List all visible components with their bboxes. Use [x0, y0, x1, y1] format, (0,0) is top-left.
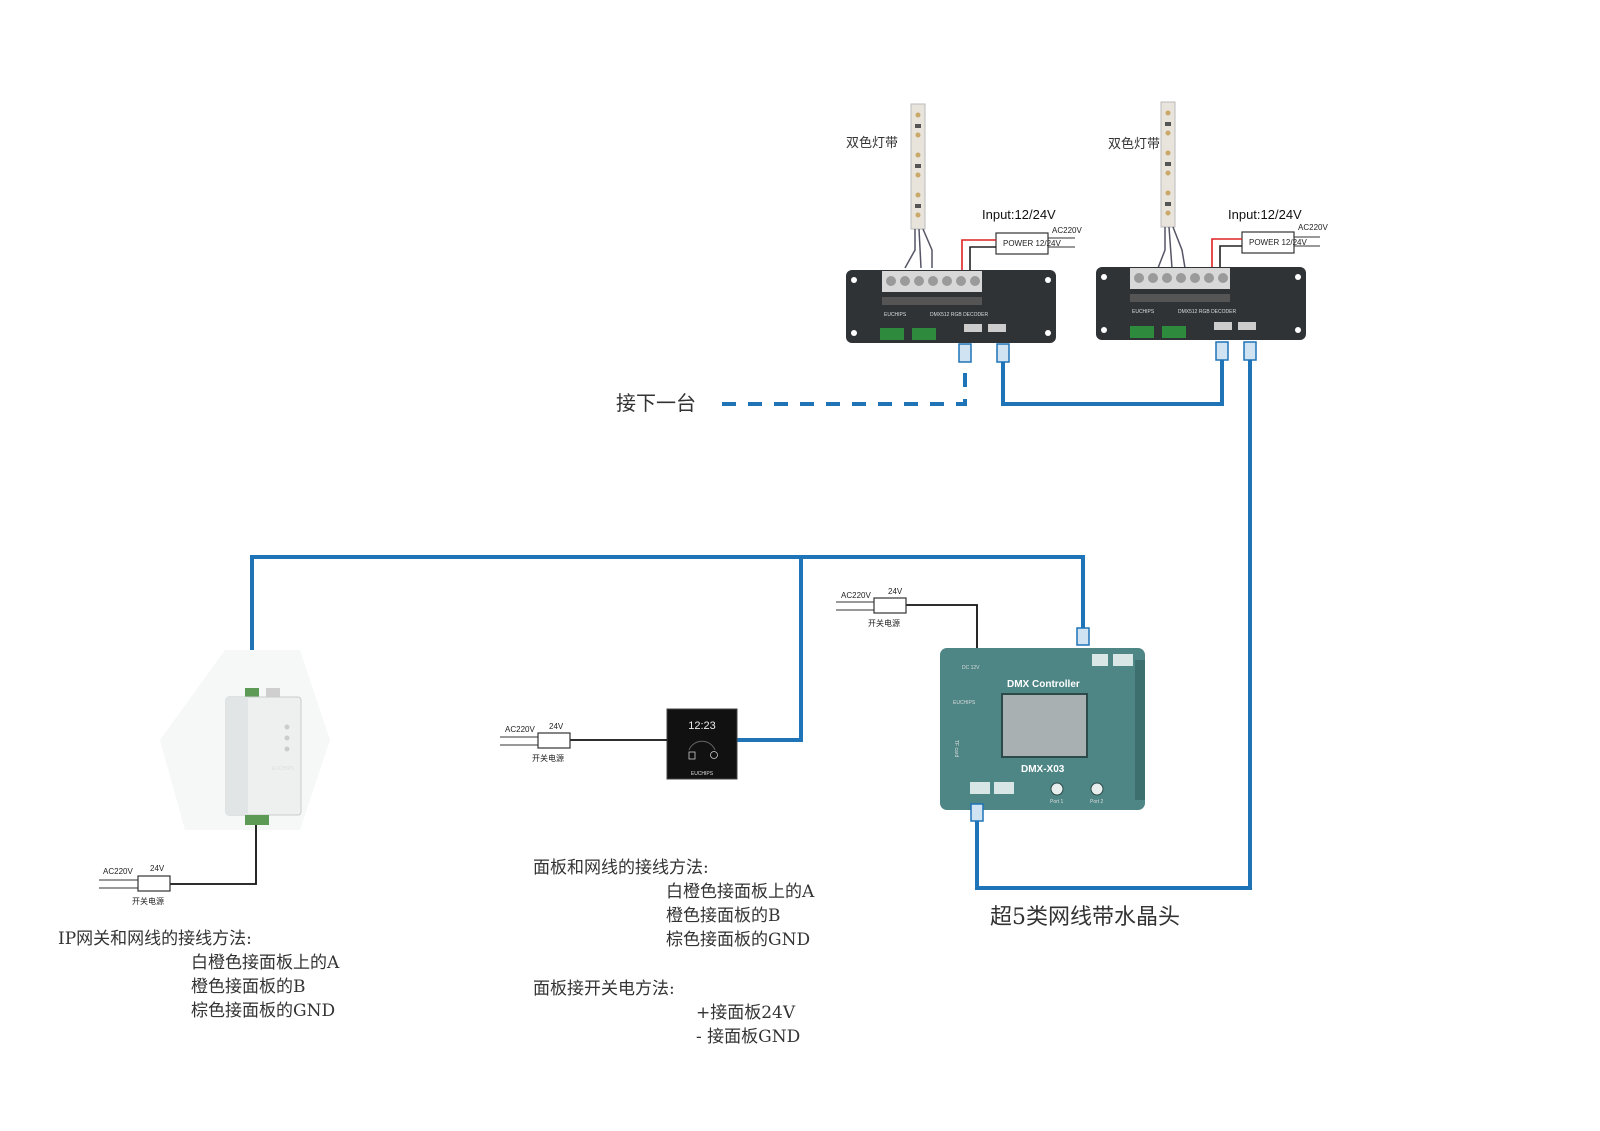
- ac-label-1: AC220V: [1052, 226, 1082, 235]
- svg-text:AC220V: AC220V: [841, 591, 871, 600]
- panel-brand: EUCHIPS: [691, 771, 714, 777]
- controller-brand: EUCHIPS: [953, 700, 976, 706]
- svg-text:白橙色接面板上的A: 白橙色接面板上的A: [191, 953, 340, 973]
- dmx-controller: DC 12V EUCHIPS DMX Controller TF card DM…: [940, 627, 1145, 822]
- controller-port2: Port 2: [1090, 799, 1104, 805]
- rj45-plug-2b: [1243, 341, 1257, 361]
- controller-power-wire: [906, 604, 978, 648]
- decoder-brand-1: EUCHIPS: [884, 312, 907, 318]
- strip-wires-2: [1157, 226, 1186, 269]
- svg-text:- 接面板GND: - 接面板GND: [696, 1027, 800, 1047]
- cable-decoder2-controller: [975, 360, 1252, 890]
- cable-decoder1-decoder2: [1001, 360, 1224, 406]
- controller-dc-label: DC 12V: [962, 665, 980, 671]
- svg-text:棕色接面板的GND: 棕色接面板的GND: [191, 1001, 335, 1021]
- next-unit-label: 接下一台: [616, 391, 696, 415]
- svg-text:橙色接面板的B: 橙色接面板的B: [666, 906, 781, 926]
- svg-text:AC220V: AC220V: [103, 867, 133, 876]
- led-strip-2: [1160, 101, 1176, 228]
- cable-note: 超5类网线带水晶头: [990, 905, 1180, 930]
- svg-text:橙色接面板的B: 橙色接面板的B: [191, 977, 306, 997]
- svg-text:面板和网线的接线方法:: 面板和网线的接线方法:: [533, 858, 709, 878]
- decoder-unit-2: 双色灯带 Input:12/24V POWER 12/24V AC220V EU…: [1096, 101, 1328, 361]
- psu-gateway: AC220V 24V 开关电源: [99, 864, 171, 906]
- svg-text:白橙色接面板上的A: 白橙色接面板上的A: [666, 882, 815, 902]
- controller-port1: Port 1: [1050, 799, 1064, 805]
- controller-model: DMX-X03: [1021, 764, 1065, 775]
- svg-text:POWER 12/24V: POWER 12/24V: [1003, 239, 1061, 248]
- ac-label-2: AC220V: [1298, 223, 1328, 232]
- rj45-plug-1b: [996, 343, 1010, 363]
- gateway-power-wire: [170, 825, 257, 885]
- svg-text:面板接开关电方法:: 面板接开关电方法:: [533, 979, 675, 999]
- input-label-1: Input:12/24V: [982, 207, 1056, 222]
- controller-screen: [1001, 693, 1088, 758]
- strip-label-1: 双色灯带: [846, 135, 898, 151]
- decoder-unit-1: 双色灯带 Input:12/24V POWER 12/24V AC220V EU…: [846, 103, 1082, 363]
- svg-text:开关电源: 开关电源: [868, 618, 900, 628]
- strip-wires-1: [904, 228, 933, 269]
- rj45-plug-1a: [958, 343, 972, 363]
- svg-text:DMX512 RGB DECODER: DMX512 RGB DECODER: [930, 312, 988, 318]
- psu-panel: AC220V 24V 开关电源: [500, 722, 571, 763]
- panel-time: 12:23: [688, 720, 716, 732]
- controller-tf-label: TF card: [953, 740, 959, 757]
- svg-text:棕色接面板的GND: 棕色接面板的GND: [666, 930, 810, 950]
- svg-text:24V: 24V: [150, 864, 165, 873]
- cable-panel-branch: [737, 557, 803, 742]
- controller-title: DMX Controller: [1007, 679, 1080, 690]
- svg-text:+接面板24V: +接面板24V: [696, 1003, 796, 1023]
- gateway-wiring-note: IP网关和网线的接线方法: 白橙色接面板上的A 橙色接面板的B 棕色接面板的GN…: [58, 929, 340, 1021]
- strip-label-2: 双色灯带: [1108, 136, 1160, 152]
- svg-text:24V: 24V: [549, 722, 564, 731]
- svg-text:AC220V: AC220V: [505, 725, 535, 734]
- svg-text:开关电源: 开关电源: [532, 753, 564, 763]
- network-cables: [250, 360, 1252, 890]
- gateway-brand: EUCHIPS: [272, 766, 295, 772]
- svg-text:DMX512 RGB DECODER: DMX512 RGB DECODER: [1178, 309, 1236, 315]
- svg-text:POWER 12/24V: POWER 12/24V: [1249, 238, 1307, 247]
- svg-text:IP网关和网线的接线方法:: IP网关和网线的接线方法:: [58, 929, 252, 949]
- svg-text:开关电源: 开关电源: [132, 896, 164, 906]
- ip-gateway: EUCHIPS: [160, 650, 330, 830]
- panel-body: [666, 708, 738, 780]
- controller-rj45-top: [1076, 627, 1090, 646]
- touch-panel: 12:23 EUCHIPS: [666, 708, 738, 780]
- svg-text:24V: 24V: [888, 587, 903, 596]
- controller-rj45-bottom: [970, 803, 984, 822]
- cable-next-unit: [722, 360, 967, 406]
- input-label-2: Input:12/24V: [1228, 207, 1302, 222]
- decoder-brand-2: EUCHIPS: [1132, 309, 1155, 315]
- led-strip-1: [910, 103, 926, 230]
- cable-gateway-controller: [250, 555, 1085, 688]
- panel-power-note: 面板接开关电方法: +接面板24V - 接面板GND: [533, 979, 800, 1047]
- power-module-1: [995, 232, 1049, 255]
- rj45-plug-2a: [1215, 341, 1229, 361]
- panel-wiring-note: 面板和网线的接线方法: 白橙色接面板上的A 橙色接面板的B 棕色接面板的GND: [533, 858, 815, 950]
- psu-controller: AC220V 24V 开关电源: [836, 587, 907, 628]
- power-module-2: [1241, 231, 1295, 254]
